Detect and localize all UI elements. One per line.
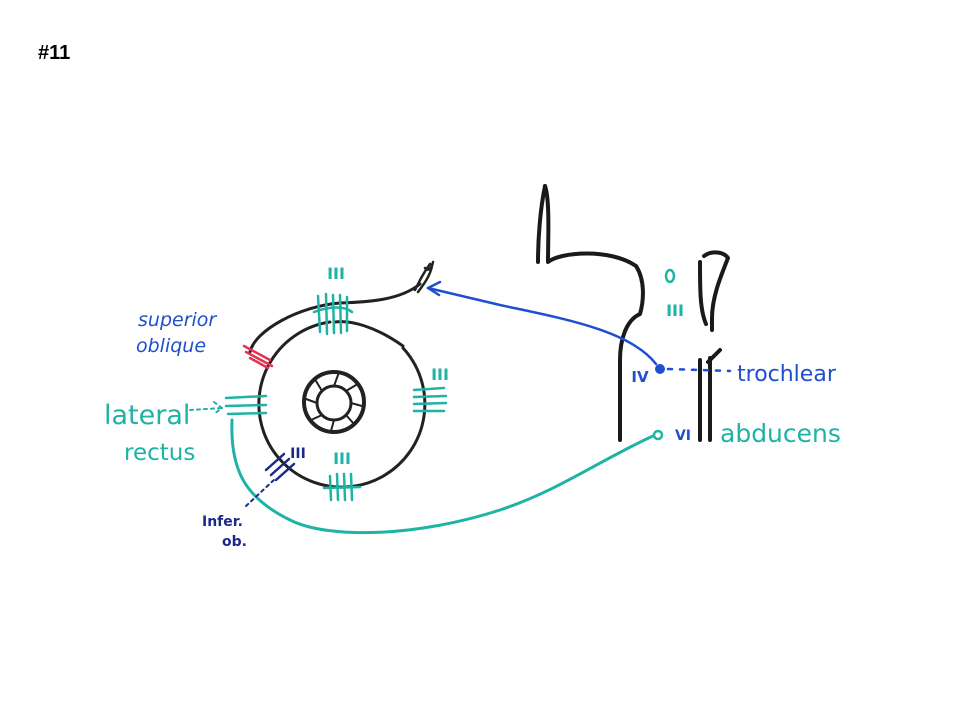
numeral-trochlear-nucleus: IV — [631, 368, 649, 386]
pupil — [302, 370, 366, 434]
numeral-superior-rectus: III — [327, 264, 345, 283]
numeral-abducens-nucleus: VI — [675, 428, 691, 444]
label-lateral-rectus-line2: rectus — [124, 440, 195, 466]
trochlear-nucleus-dot — [655, 364, 665, 374]
brainstem-outline — [536, 184, 730, 442]
iris-spokes — [305, 374, 363, 432]
lateral-rectus-attachment — [224, 394, 268, 416]
numeral-medial-rectus: III — [431, 365, 449, 384]
label-trochlear: trochlear — [737, 362, 837, 387]
medial-rectus-attachment — [412, 386, 448, 413]
label-inferior-oblique-line1: Infer. — [202, 514, 243, 530]
inferior-oblique-pointer — [245, 477, 277, 507]
iris-outer — [302, 370, 366, 434]
label-abducens: abducens — [720, 419, 841, 448]
trochlear-pointer — [666, 367, 732, 373]
oculomotor-nucleus-dot — [664, 268, 676, 284]
inferior-rectus-attachment — [322, 472, 362, 502]
inferior-oblique-attachment — [264, 452, 296, 482]
label-superior-oblique-line1: superior — [138, 309, 217, 331]
lateral-rectus-pointer — [189, 401, 224, 415]
numeral-oculomotor-nucleus: III — [666, 301, 684, 320]
superior-rectus-attachment — [312, 292, 354, 336]
label-inferior-oblique-line2: ob. — [222, 534, 247, 550]
numeral-inferior-rectus: III — [333, 449, 351, 468]
abducens-nucleus-dot — [652, 429, 664, 441]
label-lateral-rectus-line1: lateral — [104, 400, 190, 431]
superior-oblique-attachment — [242, 344, 274, 370]
label-superior-oblique-line2: oblique — [136, 335, 206, 357]
eye-outer-arc-top — [333, 320, 405, 348]
trochlea-hook — [413, 260, 435, 294]
trochlear-nerve-path — [426, 280, 658, 366]
trochlear-arrowhead — [426, 280, 442, 297]
numeral-inferior-oblique: III — [290, 446, 306, 462]
abducens-nerve-path — [230, 418, 655, 535]
slide-title: #11 — [38, 42, 71, 64]
